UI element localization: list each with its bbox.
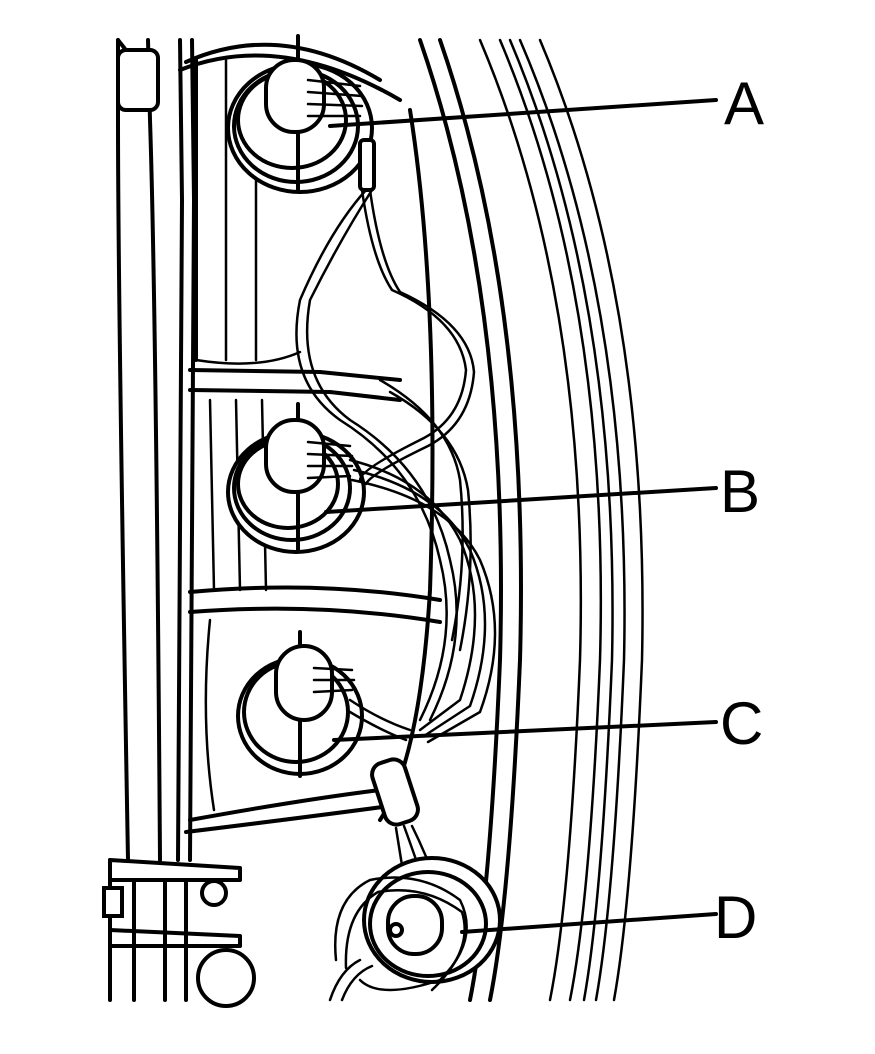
callout-c: C [720,690,763,757]
connector-d [328,856,502,1002]
connector-a [226,34,374,194]
left-frame [102,38,256,1008]
connector-b [226,402,366,554]
callout-a: A [724,70,764,137]
callout-b: B [720,458,760,525]
leader-lines [324,98,718,934]
wiring-harness [295,138,497,932]
callout-d: D [714,884,757,951]
connector-c [236,630,364,778]
lamp-housing [178,38,644,1002]
